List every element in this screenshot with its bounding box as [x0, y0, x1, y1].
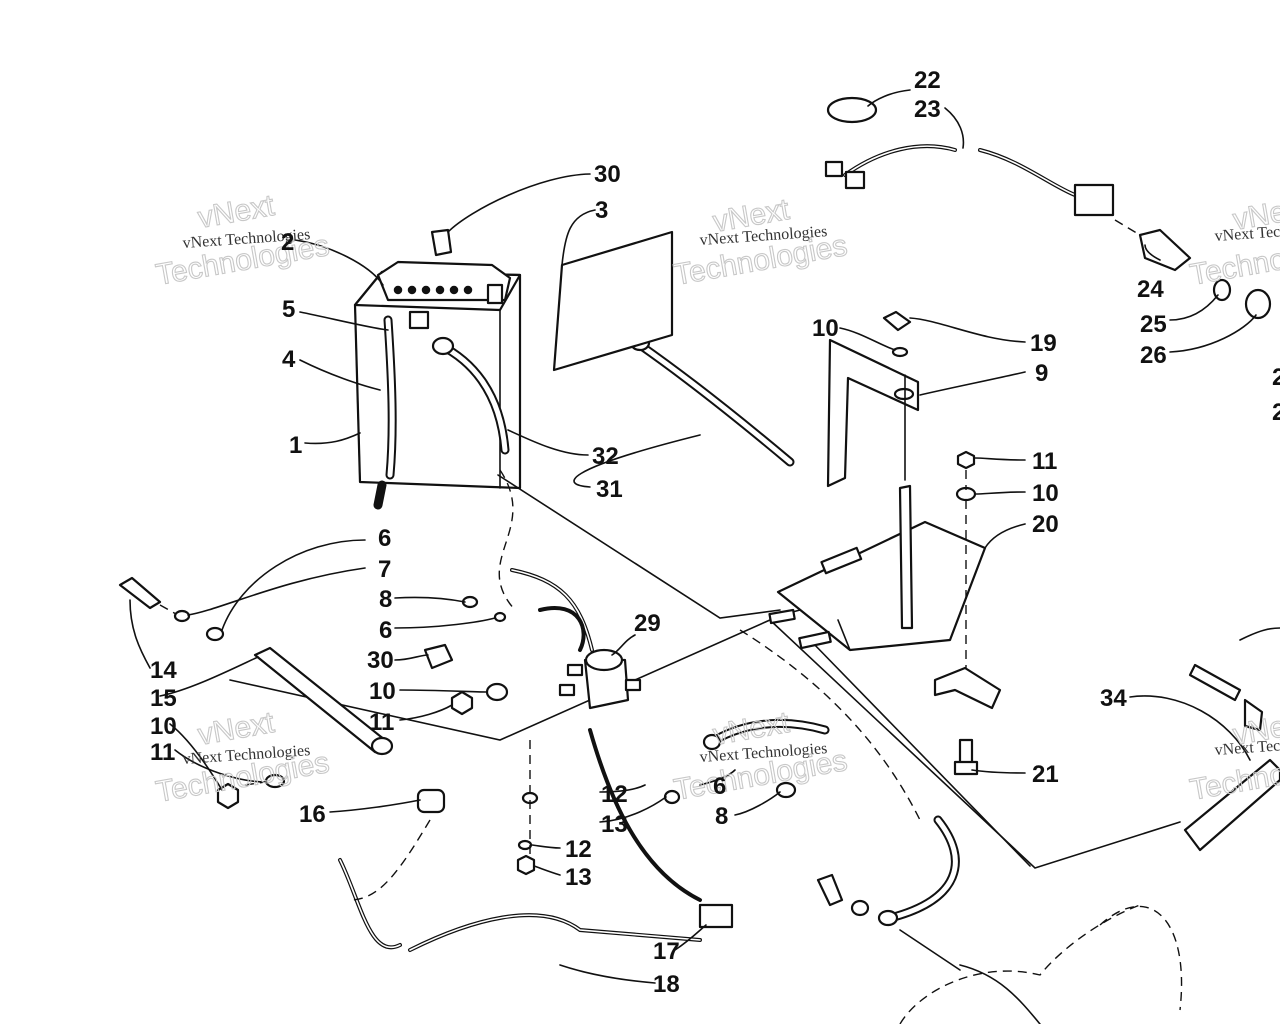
- watermark: vNext vNext Technologies Technologies vN…: [153, 188, 1280, 809]
- callout-13: 13: [601, 811, 628, 838]
- callout-11: 11: [150, 739, 175, 766]
- callout-18: 18: [653, 971, 680, 998]
- callout-12: 12: [565, 836, 592, 863]
- callout-12: 12: [601, 781, 628, 808]
- callout-6: 6: [713, 773, 726, 800]
- clip: [933, 666, 1002, 710]
- switch: [1138, 228, 1192, 272]
- callout-8: 8: [715, 803, 728, 830]
- callout-27-partial: 2: [1272, 364, 1280, 391]
- callout-10: 10: [150, 713, 177, 740]
- callout-15: 15: [150, 685, 177, 712]
- callout-10: 10: [1032, 480, 1059, 507]
- svg-text:vNext: vNext: [195, 189, 277, 235]
- battery: [353, 260, 522, 490]
- callout-6: 6: [378, 525, 391, 552]
- battery-pad: [552, 230, 674, 372]
- callout-7: 7: [378, 556, 391, 583]
- battery-tray: [776, 374, 987, 652]
- callout-29: 29: [634, 610, 661, 637]
- bolt-14: [118, 576, 162, 610]
- callout-17: 17: [653, 938, 680, 965]
- callout-22: 22: [914, 67, 941, 94]
- callout-14: 14: [150, 657, 177, 684]
- callout-19: 19: [1030, 330, 1057, 357]
- callout-23: 23: [914, 96, 941, 123]
- callout-24: 24: [1137, 276, 1164, 303]
- solenoid: [558, 648, 642, 710]
- callout-26: 26: [1140, 342, 1167, 369]
- callout-9: 9: [1035, 360, 1048, 387]
- connector-17: [698, 903, 734, 929]
- terminal-boot: [430, 228, 453, 257]
- connector: [1073, 183, 1115, 217]
- callout-30: 30: [594, 161, 621, 188]
- callout-1: 1: [289, 432, 302, 459]
- callout-10: 10: [812, 315, 839, 342]
- callout-5: 5: [282, 296, 295, 323]
- callout-13: 13: [565, 864, 592, 891]
- rod-34: [1183, 758, 1280, 852]
- callout-8: 8: [379, 586, 392, 613]
- battery-strap: [373, 315, 397, 510]
- callout-28-partial: 2: [1272, 399, 1280, 426]
- callout-31: 31: [596, 476, 623, 503]
- callout-4: 4: [282, 346, 296, 373]
- callout-3: 3: [595, 197, 608, 224]
- battery-bracket: [826, 310, 920, 488]
- callout-30: 30: [367, 647, 394, 674]
- callout-16: 16: [299, 801, 326, 828]
- callout-11: 11: [369, 709, 394, 736]
- callout-25: 25: [1140, 311, 1167, 338]
- callout-2: 2: [281, 229, 294, 256]
- callout-20: 20: [1032, 511, 1059, 538]
- spacer: [416, 788, 446, 814]
- callout-34: 34: [1100, 685, 1127, 712]
- callout-32: 32: [592, 443, 619, 470]
- clamp: [826, 96, 878, 124]
- callout-6: 6: [379, 617, 392, 644]
- leaders: [129, 89, 1257, 984]
- callout-21: 21: [1032, 761, 1059, 788]
- callout-10: 10: [369, 678, 396, 705]
- callout-11: 11: [1032, 448, 1057, 475]
- callout-labels: 22 23 30 3 2 5 4 1 32 31 10 19 9 24 25 2…: [150, 67, 1280, 998]
